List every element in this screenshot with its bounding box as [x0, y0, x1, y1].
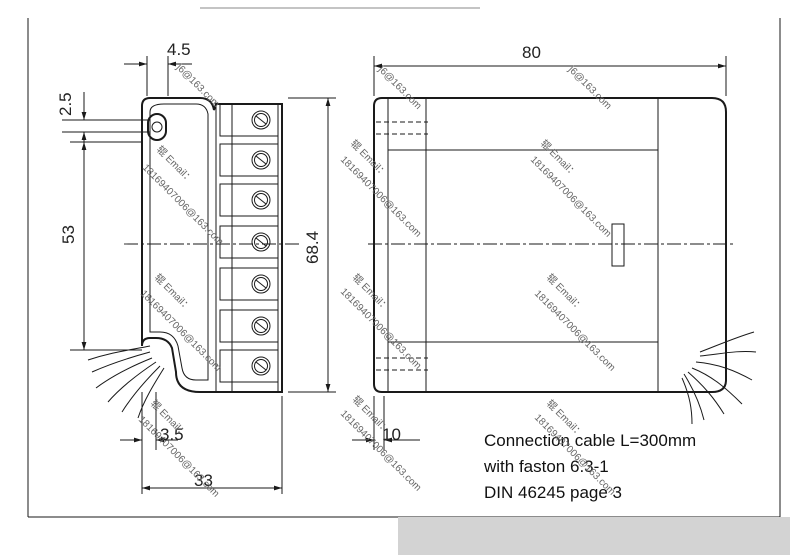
dim-bottom-width-label: 33 [194, 471, 213, 490]
terminal-block [219, 103, 279, 392]
terminal-screw-icon [219, 183, 279, 217]
note-line-3: DIN 46245 page 3 [484, 483, 622, 502]
label-slot [611, 223, 625, 267]
note-line-1: Connection cable L=300mm [484, 431, 696, 450]
dim-left-height-label: 53 [59, 225, 78, 244]
cable-bundle-side [681, 331, 757, 425]
terminal-screw-icon [219, 309, 279, 343]
side-view-outline [373, 97, 727, 393]
connection-note: Connection cable L=300mm with faston 6.3… [483, 431, 696, 502]
bottom-gray-bar [398, 517, 790, 555]
dim-bottom-small-label: 3.5 [160, 425, 184, 444]
watermark-text: j6@163.com [375, 64, 423, 112]
front-view-inner-contour [149, 103, 209, 381]
terminal-screw-icon [219, 143, 279, 177]
terminal-screw-icon [219, 267, 279, 301]
watermark-text: j6@163.com [565, 64, 613, 112]
dim-overall-height-label: 68.4 [303, 231, 322, 264]
terminal-screw-icon [219, 349, 279, 383]
dim-right-small-label: 10 [382, 425, 401, 444]
dim-top-width-label: 80 [522, 43, 541, 62]
side-dimensions: 80 10 [352, 43, 727, 450]
front-view [87, 97, 300, 419]
note-line-2: with faston 6.3-1 [483, 457, 609, 476]
mounting-hole-icon [147, 113, 167, 141]
front-dimensions: 4.5 2.5 53 68.4 3.5 33 [56, 40, 336, 494]
dim-left-small-label: 2.5 [56, 92, 75, 116]
terminal-screw-icon [219, 103, 279, 137]
terminal-screw-icon [219, 225, 279, 259]
side-view [368, 97, 757, 425]
watermark-text: j6@163.com [173, 62, 221, 110]
dim-top-small-label: 4.5 [167, 40, 191, 59]
cable-bundle-front [87, 345, 165, 419]
front-view-outline [141, 97, 283, 393]
